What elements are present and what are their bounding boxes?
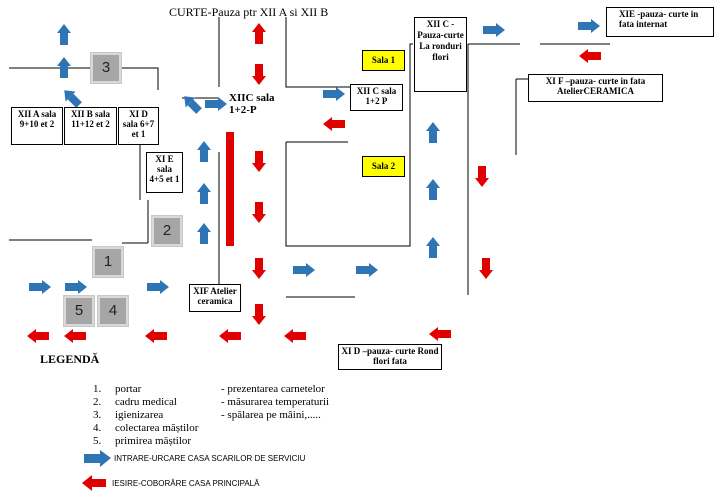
- room-xie-pauza: XIE -pauza- curte in fata internat: [606, 7, 714, 37]
- room-xif-atelier: XIF Atelier ceramica: [189, 284, 241, 312]
- legend-item: 5.primirea măștilor: [93, 435, 192, 447]
- marker-1: 1: [93, 247, 123, 277]
- legend-item: 1.portar- prezentarea carnetelor: [93, 383, 325, 395]
- room-xi-e: XI E sala 4+5 et 1: [146, 152, 183, 193]
- room-xii-c-pauza: XII C -Pauza-curte La ronduri flori: [414, 17, 467, 92]
- room-xii-b: XII B sala 11+12 et 2: [64, 107, 117, 145]
- legend-blue-arrow: [84, 450, 111, 467]
- legend-list: 1.portar- prezentarea carnetelor 2.cadru…: [93, 383, 393, 448]
- marker-3: 3: [91, 53, 121, 83]
- marker-4: 4: [98, 296, 128, 326]
- sala-1: Sala 1: [362, 50, 405, 71]
- marker-5: 5: [64, 296, 94, 326]
- legend-item: 3.igienizarea- spălarea pe mâini,.....: [93, 409, 321, 421]
- legend-title: LEGENDĂ: [40, 352, 100, 366]
- room-xii-c-main: XIIC sala 1+2-P: [229, 92, 275, 116]
- sala-2: Sala 2: [362, 156, 405, 177]
- legend-item: 2.cadru medical- măsurarea temperaturii: [93, 396, 330, 408]
- marker-2: 2: [152, 216, 182, 246]
- legend-blue-label: INTRARE-URCARE CASA SCARILOR DE SERVICIU: [114, 454, 306, 463]
- room-xii-a: XII A sala 9+10 et 2: [11, 107, 63, 145]
- room-xii-c-sala: XII C sala 1+2 P: [350, 84, 403, 111]
- room-xid-pauza: XI D –pauza- curte Rond flori fata: [338, 344, 442, 370]
- legend-red-label: IESIRE-COBORÂRE CASA PRINCIPALĂ: [112, 479, 260, 488]
- legend-item: 4.colectarea măștilor: [93, 422, 199, 434]
- room-xi-d: XI D sala 6+7 et 1: [118, 107, 159, 145]
- plan-title: CURTE-Pauza ptr XII A si XII B: [169, 5, 329, 19]
- legend-red-arrow: [82, 475, 106, 491]
- room-xif-pauza: XI F –pauza- curte in fata AtelierCERAMI…: [528, 74, 663, 102]
